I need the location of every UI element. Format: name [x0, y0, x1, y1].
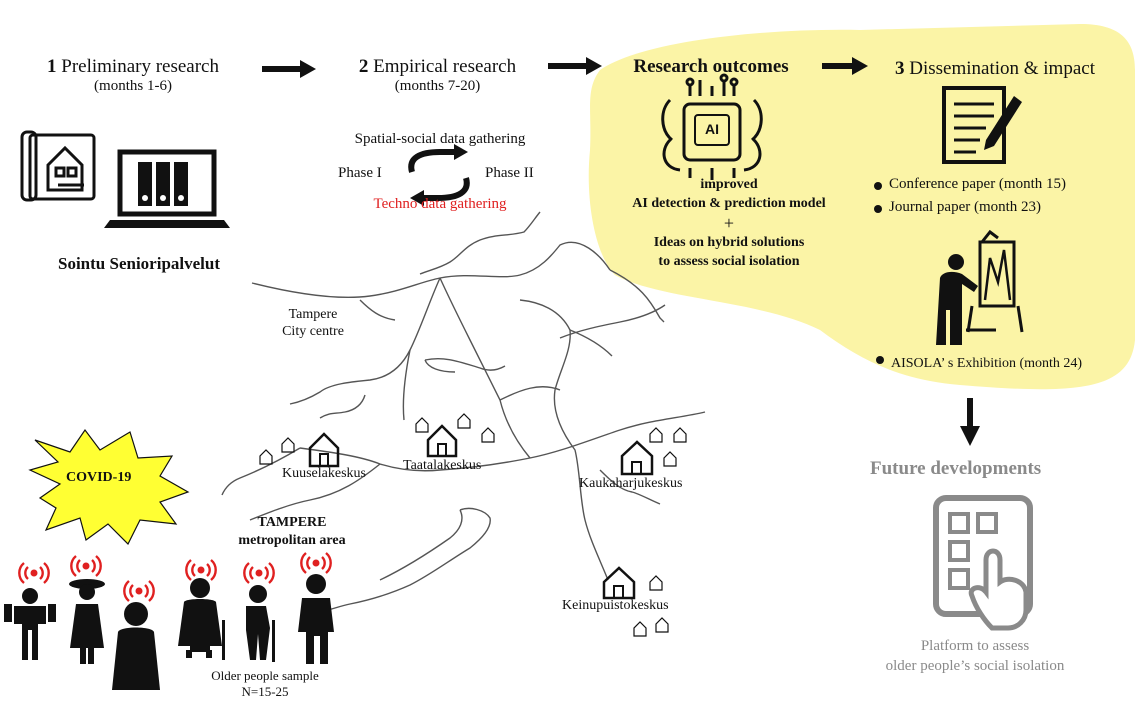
- tablet-touch-icon: [933, 495, 1033, 631]
- arrow-down-icon: [960, 398, 980, 446]
- bullet-dot: [874, 205, 882, 213]
- sample-caption: Older people sample N=15-25: [190, 668, 340, 700]
- exhibition-icon: [936, 229, 1024, 345]
- metro-line-2: metropolitan area: [238, 533, 346, 548]
- phase1-number: 1: [47, 56, 57, 77]
- phase3-title: Dissemination & impact: [909, 58, 1095, 79]
- phase2-period: (months 7-20): [394, 78, 481, 94]
- phase1-period: (months 1-6): [94, 78, 172, 94]
- laptop-binders-icon: [104, 149, 230, 228]
- sample-line-1: Older people sample: [211, 668, 319, 683]
- house-icons: [259, 413, 687, 637]
- cycle-arrows-icon: [408, 144, 470, 206]
- phase2-title: Empirical research: [373, 56, 517, 77]
- city-centre-line-2: City centre: [282, 324, 344, 339]
- phase3-header: 3 Dissemination & impact: [880, 58, 1110, 80]
- phase-ii-label: Phase II: [485, 165, 534, 181]
- paper-pen-icon: [942, 86, 1022, 164]
- techno-label: Techno data gathering: [373, 196, 507, 212]
- arrow-1-icon: [262, 60, 316, 78]
- bullet-item-journal: Journal paper (month 23): [889, 199, 1042, 215]
- map-rivers: [221, 211, 706, 613]
- phase2-header: 2 Empirical research (months 7-20): [335, 56, 540, 95]
- future-title: Future developments: [870, 458, 1042, 479]
- platform-line-2: older people’s social isolation: [885, 658, 1065, 674]
- centre-label-kaukaharju: Kaukaharjukeskus: [579, 476, 683, 491]
- bullet-item-conference: Conference paper (month 15): [889, 176, 1067, 192]
- ai-chip-icon: [661, 73, 763, 180]
- outcomes-title: Research outcomes: [633, 56, 789, 77]
- platform-caption: Platform to assess older people’s social…: [860, 636, 1090, 676]
- blueprint-icon: [20, 130, 96, 202]
- bullet-item-exhibition: AISOLA’ s Exhibition (month 24): [891, 356, 1083, 371]
- centre-label-taatala: Taatalakeskus: [403, 458, 482, 473]
- sample-line-2: N=15-25: [241, 684, 289, 699]
- city-centre-line-1: Tampere: [288, 307, 338, 322]
- outcomes-text: improved AI detection & prediction model…: [604, 175, 854, 271]
- phase3-number: 3: [894, 58, 905, 79]
- outcome-line-1: improved: [700, 177, 758, 192]
- metro-area-label: TAMPERE metropolitan area: [222, 514, 362, 550]
- outcome-line-2: AI detection & prediction model: [632, 196, 826, 211]
- ai-chip-label: AI: [705, 121, 719, 137]
- older-people-figures: [4, 574, 334, 690]
- platform-line-1: Platform to assess: [920, 638, 1030, 654]
- bullet-dot: [876, 356, 884, 364]
- arrow-2-icon: [548, 57, 602, 75]
- outcome-line-3: Ideas on hybrid solutions: [653, 235, 805, 250]
- centre-label-kuusela: Kuuselakeskus: [282, 466, 366, 481]
- phase-i-label: Phase I: [338, 165, 382, 181]
- org-name: Sointu Senioripalvelut: [58, 254, 221, 273]
- covid-label: COVID-19: [66, 470, 132, 485]
- broadcast-icons: [18, 552, 332, 602]
- outcome-line-4: to assess social isolation: [658, 254, 800, 269]
- spatial-social-label: Spatial-social data gathering: [354, 131, 526, 147]
- city-centre-label: Tampere City centre: [268, 306, 358, 340]
- bullet-dot: [874, 182, 882, 190]
- phase2-number: 2: [358, 56, 369, 77]
- metro-line-1: TAMPERE: [257, 515, 327, 530]
- covid-burst-icon: [28, 428, 190, 546]
- arrow-3-icon: [822, 57, 868, 75]
- outcome-plus: +: [723, 213, 735, 233]
- phase1-header: 1 Preliminary research (months 1-6): [28, 56, 238, 95]
- phase1-title: Preliminary research: [61, 56, 219, 77]
- centre-label-keinupuisto: Keinupuistokeskus: [562, 598, 669, 613]
